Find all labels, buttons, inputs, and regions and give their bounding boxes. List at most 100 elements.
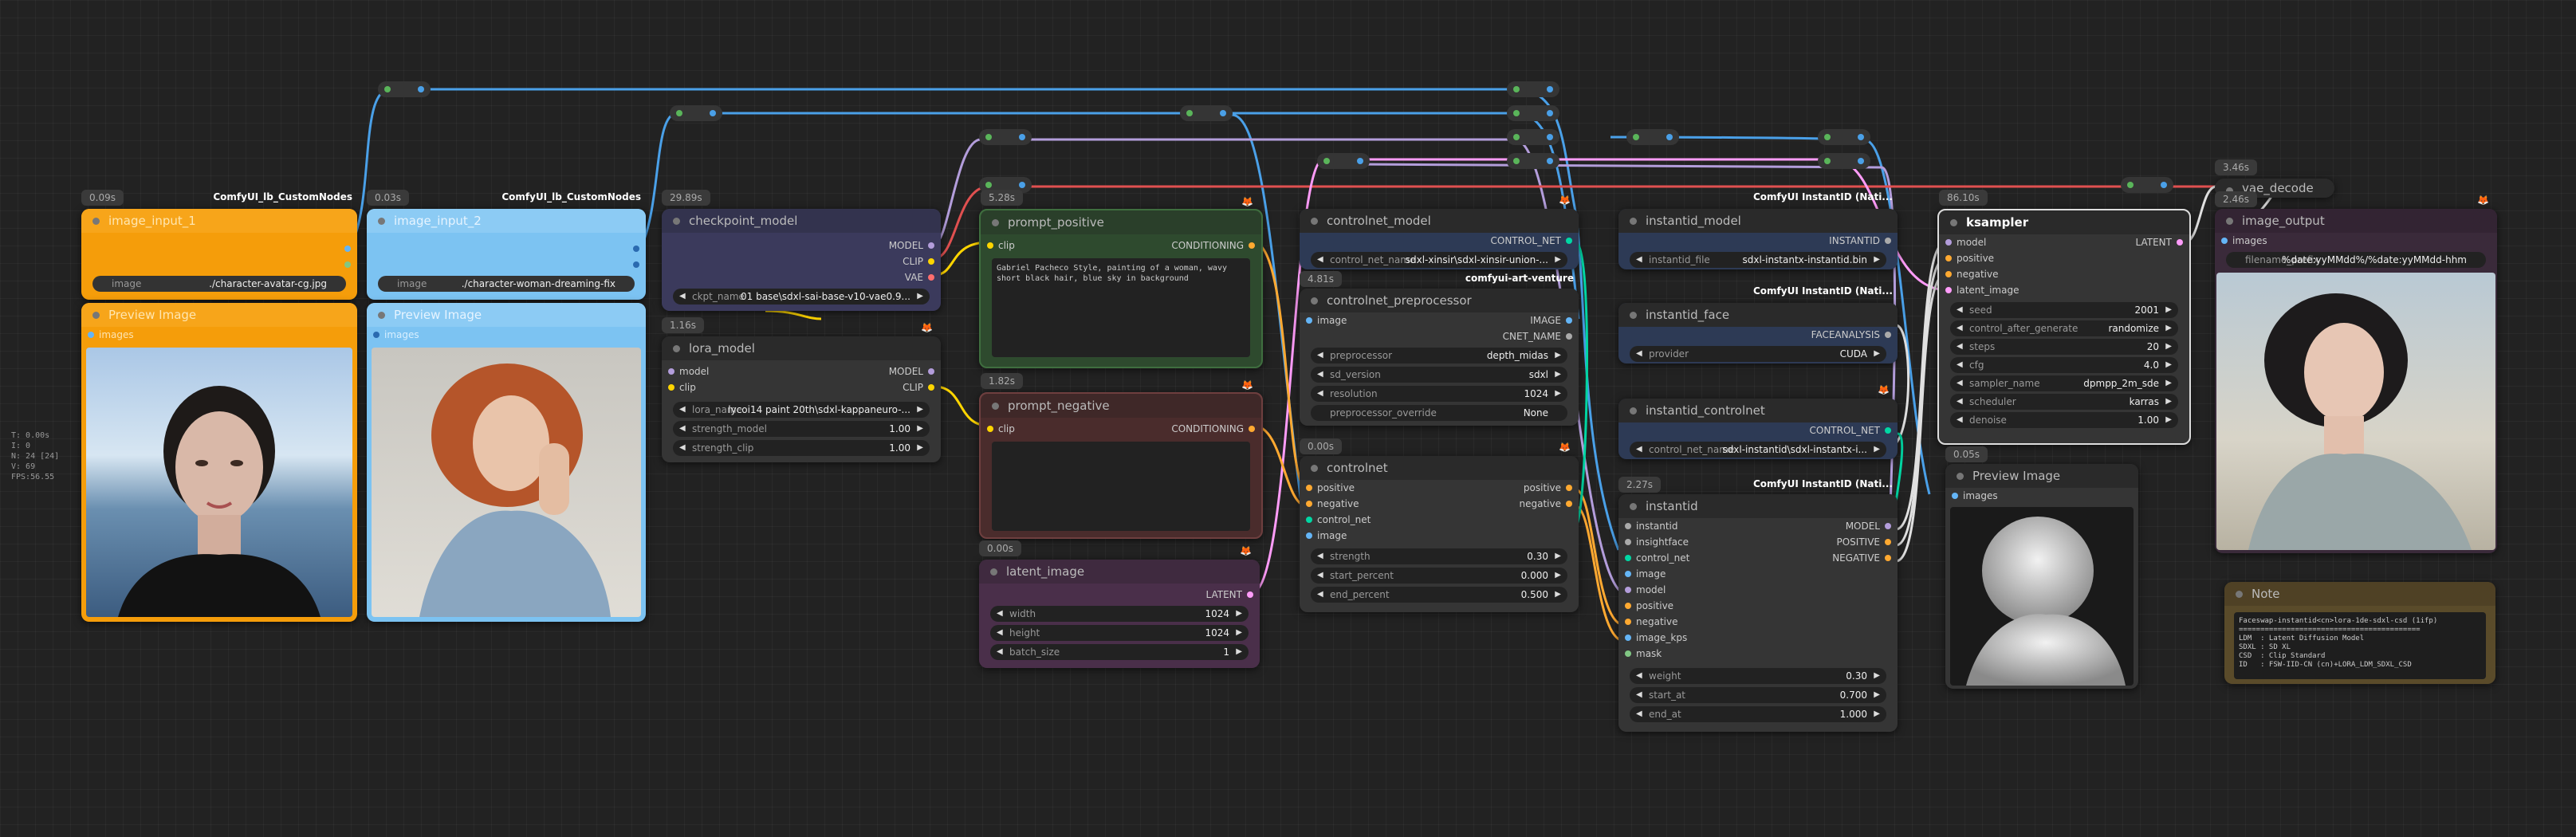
arrow-right-icon[interactable]: ▶	[1874, 709, 1880, 718]
input-slot-model[interactable]: model	[1939, 234, 2076, 250]
arrow-left-icon[interactable]: ◀	[1317, 255, 1323, 264]
input-dot[interactable]	[1306, 485, 1312, 491]
output-dot[interactable]	[1885, 539, 1891, 545]
output-dot[interactable]	[928, 242, 934, 249]
node-controlnet[interactable]: 0.00s 🦊 controlnet positive negative con…	[1300, 438, 1579, 612]
output-slot-negative[interactable]: NEGATIVE	[1760, 550, 1898, 566]
output-dot[interactable]	[1885, 523, 1891, 529]
input-slot-image[interactable]: image	[1300, 528, 1437, 544]
node-image-input-1[interactable]: 0.09s ComfyUI_lb_CustomNodes image_input…	[81, 190, 357, 300]
output-slot-conditioning[interactable]: CONDITIONING	[1084, 421, 1261, 437]
output-dot[interactable]	[928, 384, 934, 391]
input-dot[interactable]	[88, 332, 94, 338]
input-dot[interactable]	[1306, 517, 1312, 523]
arrow-left-icon[interactable]: ◀	[1957, 415, 1963, 424]
input-dot[interactable]	[987, 242, 993, 249]
input-slot-model[interactable]: model	[662, 363, 799, 379]
input-dot[interactable]	[1625, 603, 1631, 609]
arrow-right-icon[interactable]: ▶	[2165, 360, 2172, 369]
output-slot-latent[interactable]: LATENT	[979, 587, 1260, 603]
arrow-right-icon[interactable]: ▶	[917, 405, 923, 414]
node-title[interactable]: image_output	[2215, 209, 2497, 233]
node-instantid-model[interactable]: ComfyUI InstantID (Nati... instantid_mod…	[1618, 191, 1898, 269]
node-prompt-negative[interactable]: 1.82s 🦊 prompt_negative clip CONDITIONIN…	[979, 373, 1263, 539]
arrow-right-icon[interactable]: ▶	[1555, 571, 1561, 580]
output-dot[interactable]	[1885, 427, 1891, 434]
arrow-left-icon[interactable]: ◀	[1317, 351, 1323, 360]
output-slot-instantid[interactable]: INSTANTID	[1618, 233, 1898, 249]
input-dot[interactable]	[1625, 571, 1631, 577]
node-title[interactable]: checkpoint_model	[662, 209, 941, 233]
node-title[interactable]: image_input_2	[367, 209, 646, 233]
output-dot[interactable]	[344, 246, 351, 252]
node-preview-image-2[interactable]: Preview Image images	[367, 303, 646, 622]
input-slot-latent-image[interactable]: latent_image	[1939, 282, 2076, 298]
arrow-right-icon[interactable]: ▶	[1236, 628, 1242, 637]
output-slot-negative[interactable]: negative	[1441, 496, 1579, 512]
input-dot[interactable]	[1625, 650, 1631, 657]
output-slot[interactable]	[367, 241, 646, 257]
arrow-left-icon[interactable]: ◀	[1957, 305, 1963, 314]
node-prompt-positive[interactable]: 5.28s 🦊 prompt_positive clip CONDITIONIN…	[979, 190, 1263, 368]
input-dot[interactable]	[373, 332, 380, 338]
output-dot[interactable]	[1885, 332, 1891, 338]
node-title[interactable]: prompt_negative	[981, 394, 1261, 418]
output-dot[interactable]	[1249, 242, 1255, 249]
reroute-7[interactable]	[979, 129, 1032, 145]
input-dot[interactable]	[1625, 555, 1631, 561]
node-instantid-controlnet[interactable]: 🦊 instantid_controlnet CONTROL_NET ◀cont…	[1618, 384, 1898, 459]
output-dot[interactable]	[928, 368, 934, 375]
output-dot[interactable]	[1566, 317, 1572, 324]
prompt-text-area[interactable]: Gabriel Pacheco Style, painting of a wom…	[992, 258, 1250, 357]
arrow-left-icon[interactable]: ◀	[1317, 389, 1323, 398]
arrow-right-icon[interactable]: ▶	[1555, 590, 1561, 599]
output-slot-positive[interactable]: POSITIVE	[1760, 534, 1898, 550]
input-slot-positive[interactable]: positive	[1939, 250, 2076, 266]
arrow-right-icon[interactable]: ▶	[917, 424, 923, 433]
input-dot[interactable]	[1625, 587, 1631, 593]
output-slot-control-net[interactable]: CONTROL_NET	[1300, 233, 1579, 249]
arrow-right-icon[interactable]: ▶	[2165, 415, 2172, 424]
input-dot[interactable]	[1625, 619, 1631, 625]
arrow-left-icon[interactable]: ◀	[1636, 690, 1642, 699]
arrow-right-icon[interactable]: ▶	[1555, 389, 1561, 398]
output-dot[interactable]	[928, 258, 934, 265]
node-title[interactable]: instantid	[1618, 494, 1898, 518]
input-slot-images[interactable]: images	[367, 327, 646, 343]
input-dot[interactable]	[1625, 539, 1631, 545]
input-dot[interactable]	[987, 426, 993, 432]
output-slot-model[interactable]: MODEL	[662, 238, 941, 253]
arrow-left-icon[interactable]: ◀	[1636, 349, 1642, 358]
reroute-1[interactable]	[378, 81, 431, 97]
arrow-right-icon[interactable]: ▶	[1236, 647, 1242, 656]
reroute-2[interactable]	[670, 105, 722, 121]
input-slot-clip[interactable]: clip	[981, 238, 1118, 253]
output-dot[interactable]	[1566, 485, 1572, 491]
node-instantid[interactable]: 2.27s ComfyUI InstantID (Nati... instant…	[1618, 477, 1898, 732]
output-slot-image[interactable]: IMAGE	[1441, 312, 1579, 328]
input-slot-negative[interactable]: negative	[1300, 496, 1437, 512]
node-checkpoint-model[interactable]: 29.89s checkpoint_model MODEL CLIP VAE ◀…	[662, 190, 941, 311]
input-slot-negative[interactable]: negative	[1618, 614, 1756, 630]
arrow-left-icon[interactable]: ◀	[679, 424, 686, 433]
image-combo[interactable]: image./character-avatar-cg.jpg	[92, 276, 346, 292]
node-title[interactable]: latent_image	[979, 560, 1260, 584]
arrow-left-icon[interactable]: ◀	[679, 292, 686, 301]
output-slot-model[interactable]: MODEL	[1760, 518, 1898, 534]
node-preview-image-depth[interactable]: 0.05s Preview Image images	[1945, 446, 2138, 689]
arrow-right-icon[interactable]: ▶	[1874, 671, 1880, 680]
input-dot[interactable]	[1306, 532, 1312, 539]
